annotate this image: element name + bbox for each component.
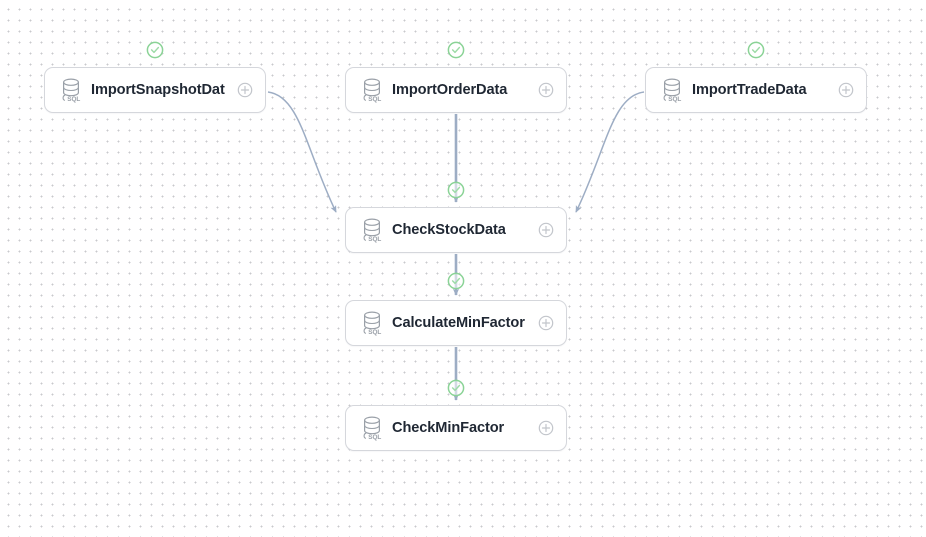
- workflow-node-check-stock-data[interactable]: SQL CheckStockData: [345, 207, 567, 253]
- workflow-node-import-order-data[interactable]: SQL ImportOrderData: [345, 67, 567, 113]
- check-circle-icon[interactable]: [447, 272, 465, 290]
- check-circle-icon[interactable]: [447, 379, 465, 397]
- plus-circle-icon[interactable]: [538, 315, 554, 331]
- node-label: ImportSnapshotDat: [91, 82, 225, 98]
- workflow-node-check-min-factor[interactable]: SQL CheckMinFactor: [345, 405, 567, 451]
- node-label: CalculateMinFactor: [392, 315, 525, 331]
- sql-database-icon: SQL: [363, 218, 381, 243]
- workflow-node-import-snapshot-data[interactable]: SQL ImportSnapshotDat: [44, 67, 266, 113]
- sql-database-icon: SQL: [62, 78, 80, 103]
- svg-text:SQL: SQL: [368, 434, 381, 441]
- edge-trade-to-checkstock: [575, 91, 645, 213]
- svg-text:SQL: SQL: [368, 96, 381, 103]
- check-circle-icon[interactable]: [447, 181, 465, 199]
- svg-text:SQL: SQL: [67, 96, 80, 103]
- plus-circle-icon[interactable]: [538, 222, 554, 238]
- node-label: CheckMinFactor: [392, 420, 505, 436]
- sql-database-icon: SQL: [363, 78, 381, 103]
- check-circle-icon[interactable]: [747, 41, 765, 59]
- node-label: ImportTradeData: [692, 82, 807, 98]
- edge-snapshot-to-checkstock: [267, 91, 337, 213]
- svg-text:SQL: SQL: [368, 236, 381, 243]
- workflow-node-import-trade-data[interactable]: SQL ImportTradeData: [645, 67, 867, 113]
- sql-database-icon: SQL: [663, 78, 681, 103]
- plus-circle-icon[interactable]: [838, 82, 854, 98]
- node-label: CheckStockData: [392, 222, 506, 238]
- plus-circle-icon[interactable]: [237, 82, 253, 98]
- sql-database-icon: SQL: [363, 311, 381, 336]
- plus-circle-icon[interactable]: [538, 420, 554, 436]
- node-label: ImportOrderData: [392, 82, 508, 98]
- check-circle-icon[interactable]: [447, 41, 465, 59]
- check-circle-icon[interactable]: [146, 41, 164, 59]
- workflow-node-calculate-min-factor[interactable]: SQL CalculateMinFactor: [345, 300, 567, 346]
- svg-text:SQL: SQL: [368, 329, 381, 336]
- sql-database-icon: SQL: [363, 416, 381, 441]
- svg-text:SQL: SQL: [668, 96, 681, 103]
- plus-circle-icon[interactable]: [538, 82, 554, 98]
